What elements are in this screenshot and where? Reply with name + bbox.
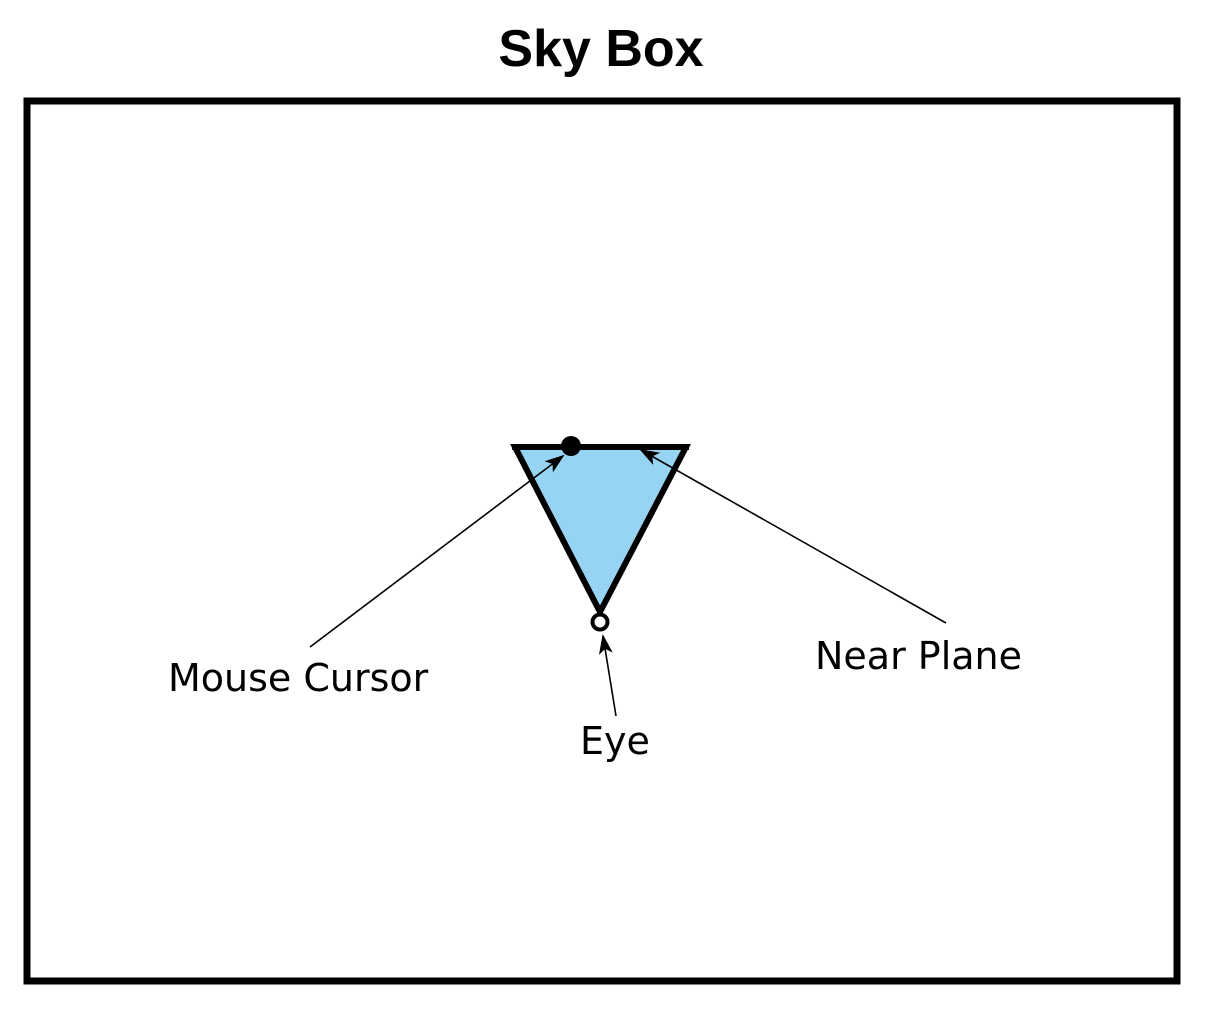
mouse-cursor-dot: [561, 436, 581, 456]
eye-leader: [598, 634, 617, 717]
mouse-cursor-label: Mouse Cursor: [168, 656, 429, 700]
diagram-title: Sky Box: [498, 20, 703, 78]
eye-label: Eye: [580, 719, 650, 763]
near-plane-leader: [639, 449, 947, 624]
mouse-cursor-leader: [309, 454, 565, 648]
sky-box-frame: [23, 97, 1181, 985]
eye-point: [590, 612, 610, 632]
view-frustum: [510, 444, 691, 619]
near-plane-label: Near Plane: [815, 634, 1022, 678]
